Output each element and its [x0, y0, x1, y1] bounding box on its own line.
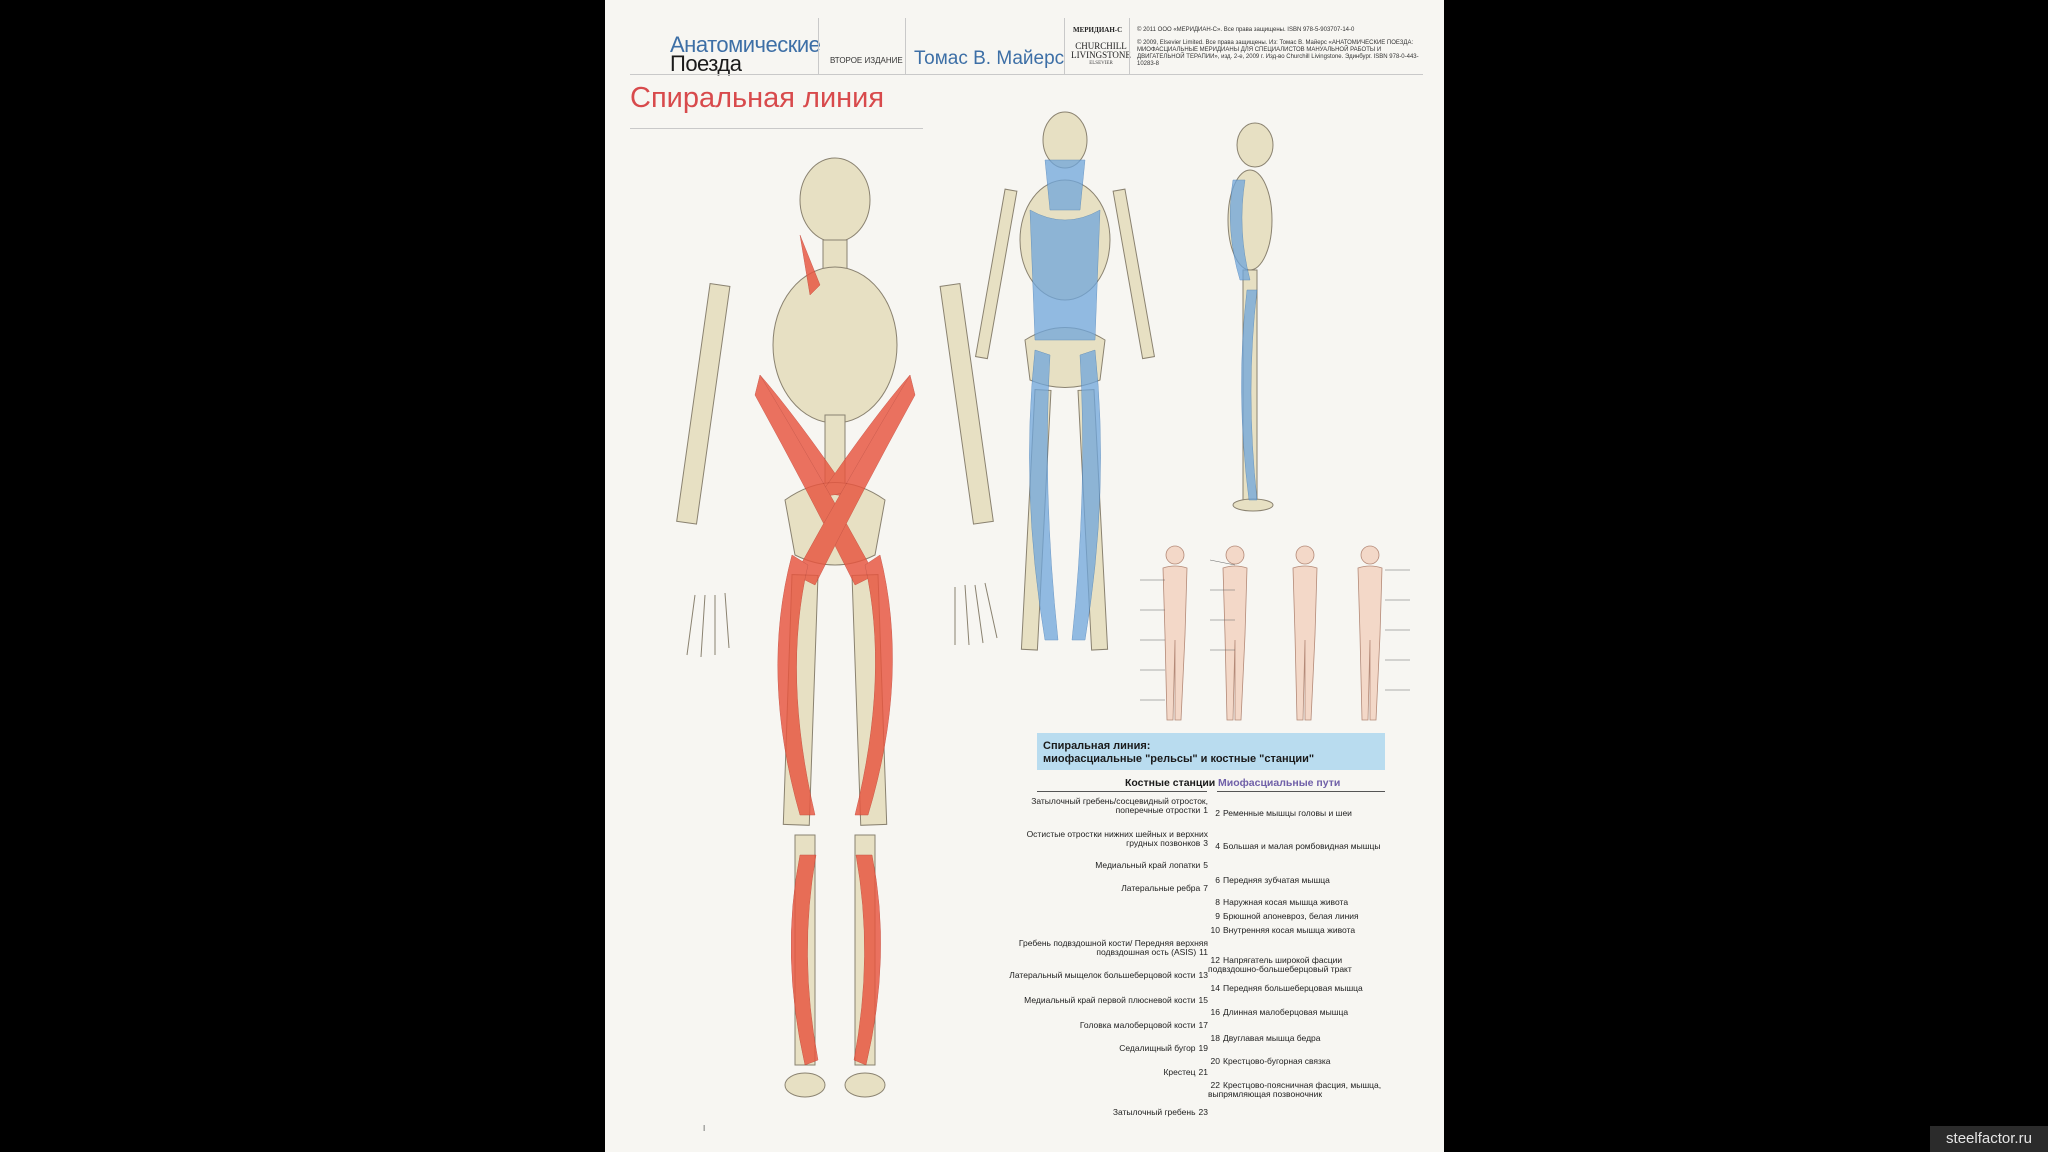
myofascial-path-number: 6 — [1215, 875, 1220, 885]
copyright-line-1: © 2011 ООО «МЕРИДИАН-С». Все права защищ… — [1137, 27, 1355, 33]
bone-station-number: 11 — [1199, 947, 1208, 957]
header-divider — [818, 18, 819, 74]
myofascial-path-number: 8 — [1215, 897, 1220, 907]
bone-station-number: 7 — [1203, 883, 1208, 893]
front-skeleton-figure — [676, 157, 998, 1098]
bone-station-number: 17 — [1198, 1020, 1208, 1030]
bone-station-text: Латеральный мыщелок большеберцовой кости — [1009, 970, 1196, 980]
column-header-paths: Миофасциальные пути — [1218, 777, 1341, 789]
publisher-logo: CHURCHILL LIVINGSTONE — [1071, 41, 1131, 60]
myofascial-path-number: 10 — [1210, 925, 1220, 935]
myofascial-path-text: Крестцово-поясничная фасция, мышца, выпр… — [1208, 1080, 1382, 1099]
myofascial-path-text: Двуглавая мышца бедра — [1223, 1033, 1321, 1043]
bone-station-row: Затылочный гребень/сосцевидный отросток,… — [1008, 797, 1208, 815]
header-rule — [630, 74, 1423, 75]
myofascial-path-number: 16 — [1210, 1007, 1220, 1017]
myofascial-path-text: Большая и малая ромбовидная мышцы — [1223, 841, 1381, 851]
table-heading-line-1: Спиральная линия: — [1043, 740, 1151, 752]
myofascial-path-text: Передняя зубчатая мышца — [1223, 875, 1330, 885]
myofascial-path-text: Наружная косая мышца живота — [1223, 897, 1349, 907]
bone-station-text: Затылочный гребень — [1112, 1107, 1196, 1117]
myofascial-path-number: 18 — [1210, 1033, 1220, 1043]
back-skeleton-figure — [974, 111, 1156, 651]
logo-line-1: Анатомические — [670, 32, 821, 57]
myofascial-path-text: Брюшной апоневроз, белая линия — [1223, 911, 1359, 921]
table-heading: Спиральная линия: миофасциальные "рельсы… — [1037, 733, 1385, 770]
myofascial-path-number: 4 — [1215, 841, 1220, 851]
bone-station-text: Гребень подвздошной кости/ Передняя верх… — [1018, 938, 1208, 957]
bone-station-number: 3 — [1203, 838, 1208, 848]
bone-station-text: Головка малоберцовой кости — [1079, 1020, 1196, 1030]
table-heading-line-2: миофасциальные "рельсы" и костные "станц… — [1043, 753, 1315, 765]
page-mark: I — [703, 1124, 706, 1133]
publisher-sub: ELSEVIER — [1089, 61, 1113, 66]
poster: Анатомические Поезда ВТОРОЕ ИЗДАНИЕ Тома… — [605, 0, 1444, 1152]
myofascial-path-text: Внутренняя косая мышца живота — [1223, 925, 1356, 935]
logo-line-2: Поезда — [670, 51, 742, 76]
title-underline — [630, 128, 923, 129]
header-divider — [1129, 18, 1130, 74]
bone-station-text: Затылочный гребень/сосцевидный отросток,… — [1031, 796, 1208, 815]
bone-station-text: Седалищный бугор — [1119, 1043, 1196, 1053]
bone-station-number: 15 — [1198, 995, 1208, 1005]
myofascial-path-text: Длинная малоберцовая мышца — [1223, 1007, 1349, 1017]
column-rule — [1037, 791, 1207, 792]
header-divider — [905, 18, 906, 74]
bone-station-text: Медиальный край первой плюсневой кости — [1024, 995, 1196, 1005]
side-skeleton-figure — [1227, 122, 1274, 512]
bone-station-number: 21 — [1198, 1067, 1208, 1077]
page-title: Спиральная линия — [630, 82, 885, 114]
myofascial-path-number: 9 — [1215, 911, 1220, 921]
myofascial-path-text: Крестцово-бугорная связка — [1223, 1056, 1331, 1066]
bone-station-row: Латеральный мыщелок большеберцовой кости… — [1008, 971, 1208, 980]
watermark-badge: steelfactor.ru — [1930, 1126, 2048, 1152]
edition-label: ВТОРОЕ ИЗДАНИЕ — [830, 56, 903, 65]
bone-station-text: Медиальный край лопатки — [1095, 860, 1201, 870]
header-divider — [1064, 18, 1065, 74]
numbered-figures — [1140, 545, 1410, 721]
myofascial-path-number: 22 — [1210, 1080, 1220, 1090]
bone-station-text: Латеральные ребра — [1121, 883, 1201, 893]
myofascial-path-text: Напрягатель широкой фасции подвздошно-бо… — [1208, 955, 1352, 974]
bone-station-text: Крестец — [1163, 1067, 1196, 1077]
author-name: Томас В. Майерс — [914, 48, 1065, 69]
bone-station-number: 5 — [1203, 860, 1208, 870]
bone-station-number: 13 — [1198, 970, 1208, 980]
myofascial-path-number: 12 — [1210, 955, 1220, 965]
column-header-bones: Костные станции — [1125, 777, 1216, 789]
column-rule — [1217, 791, 1385, 792]
myofascial-path-text: Ременные мышцы головы и шеи — [1223, 808, 1352, 818]
myofascial-path-text: Передняя большеберцовая мышца — [1223, 983, 1363, 993]
copyright-line-2: © 2009, Elsevier Limited. Все права защи… — [1137, 40, 1419, 67]
bone-station-number: 19 — [1198, 1043, 1208, 1053]
bone-station-row: Гребень подвздошной кости/ Передняя верх… — [1008, 939, 1208, 957]
myofascial-path-number: 2 — [1215, 808, 1220, 818]
publisher-top: МЕРИДИАН-С — [1073, 26, 1123, 34]
bone-station-text: Остистые отростки нижних шейных и верхни… — [1026, 829, 1208, 848]
bone-station-row: Остистые отростки нижних шейных и верхни… — [1008, 830, 1208, 848]
myofascial-path-number: 20 — [1210, 1056, 1220, 1066]
myofascial-path-number: 14 — [1210, 983, 1220, 993]
bone-station-number: 1 — [1203, 805, 1208, 815]
bone-station-number: 23 — [1198, 1107, 1208, 1117]
